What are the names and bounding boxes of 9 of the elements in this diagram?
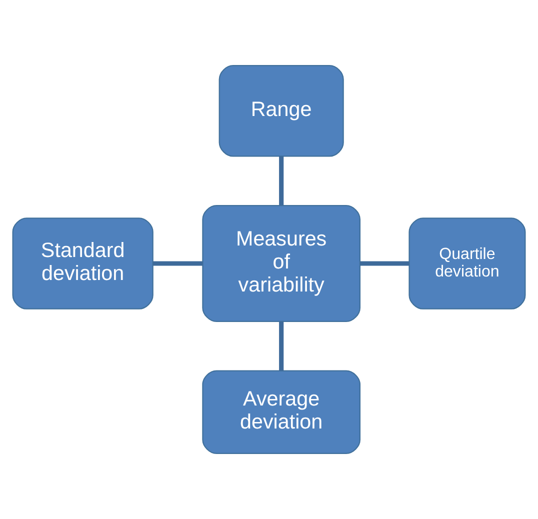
node-box: Standard deviation (12, 218, 154, 310)
connector (360, 261, 410, 266)
node-box: Range (218, 65, 344, 157)
connector (279, 156, 284, 206)
connector (153, 261, 203, 266)
node-box: Average deviation (202, 370, 360, 454)
connector (279, 322, 284, 371)
node-box: Quartile deviation (408, 218, 526, 310)
node-box: Measures of variability (202, 205, 360, 322)
